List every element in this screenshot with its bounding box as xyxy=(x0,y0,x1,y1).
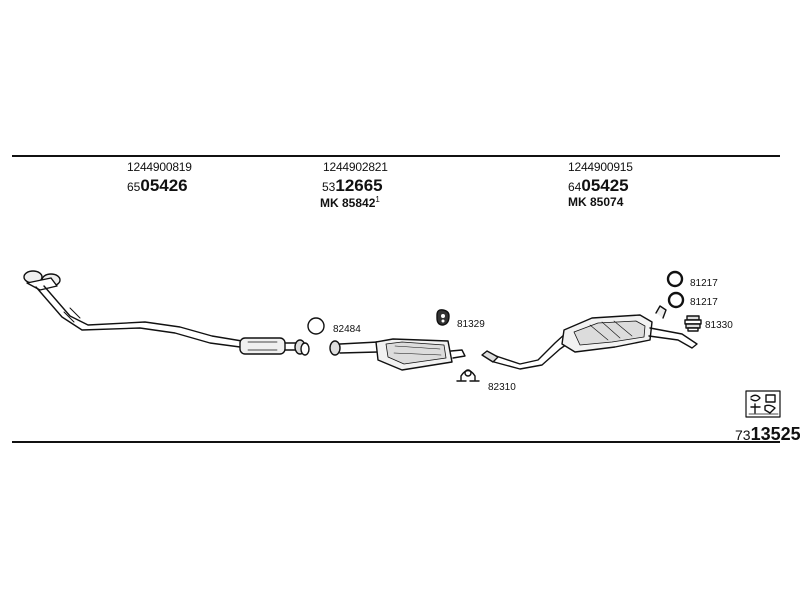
kit-prefix: 73 xyxy=(735,427,751,443)
part-prefix: 65 xyxy=(127,180,141,194)
mk-superscript: 1 xyxy=(375,195,380,204)
label-82484: 82484 xyxy=(333,324,361,335)
bottom-rule xyxy=(12,441,780,443)
mk-text: MK 85074 xyxy=(568,195,624,209)
rubber-hanger-icon xyxy=(436,309,450,326)
part-number-rear-silencer: 6405425 xyxy=(568,177,629,194)
mk-number-rear-silencer: MK 85074 xyxy=(568,196,623,208)
label-82310: 82310 xyxy=(488,382,516,393)
part-number-front-pipe: 6505426 xyxy=(127,177,188,194)
assembly-kit-icon xyxy=(745,390,781,418)
part-prefix: 53 xyxy=(322,180,336,194)
part-number-middle-silencer: 5312665 xyxy=(322,177,383,194)
middle-silencer xyxy=(329,338,466,371)
mk-text: MK 85842 xyxy=(320,196,376,210)
kit-main-number: 13525 xyxy=(750,424,800,444)
oe-number-middle-silencer: 1244902821 xyxy=(323,160,388,174)
damper-stack-icon xyxy=(684,315,702,332)
part-number: 05426 xyxy=(140,176,188,195)
part-number: 05425 xyxy=(581,176,629,195)
label-81329: 81329 xyxy=(457,319,485,330)
ring-gasket-icon xyxy=(307,317,325,335)
label-81217-b: 81217 xyxy=(690,297,718,308)
oe-number-front-pipe: 1244900819 xyxy=(127,160,192,174)
ring-gasket-icon xyxy=(666,270,684,288)
top-rule xyxy=(12,155,780,157)
label-81330: 81330 xyxy=(705,320,733,331)
kit-number: 7313525 xyxy=(735,425,800,444)
oe-number-rear-silencer: 1244900915 xyxy=(568,160,633,174)
clamp-bracket-icon xyxy=(456,369,480,382)
front-pipe xyxy=(23,270,310,356)
part-prefix: 64 xyxy=(568,180,582,194)
rubber-ring-icon xyxy=(667,291,685,309)
part-number: 12665 xyxy=(335,176,383,195)
label-81217-a: 81217 xyxy=(690,278,718,289)
rear-silencer xyxy=(481,305,698,370)
mk-number-middle-silencer: MK 858421 xyxy=(320,195,380,210)
